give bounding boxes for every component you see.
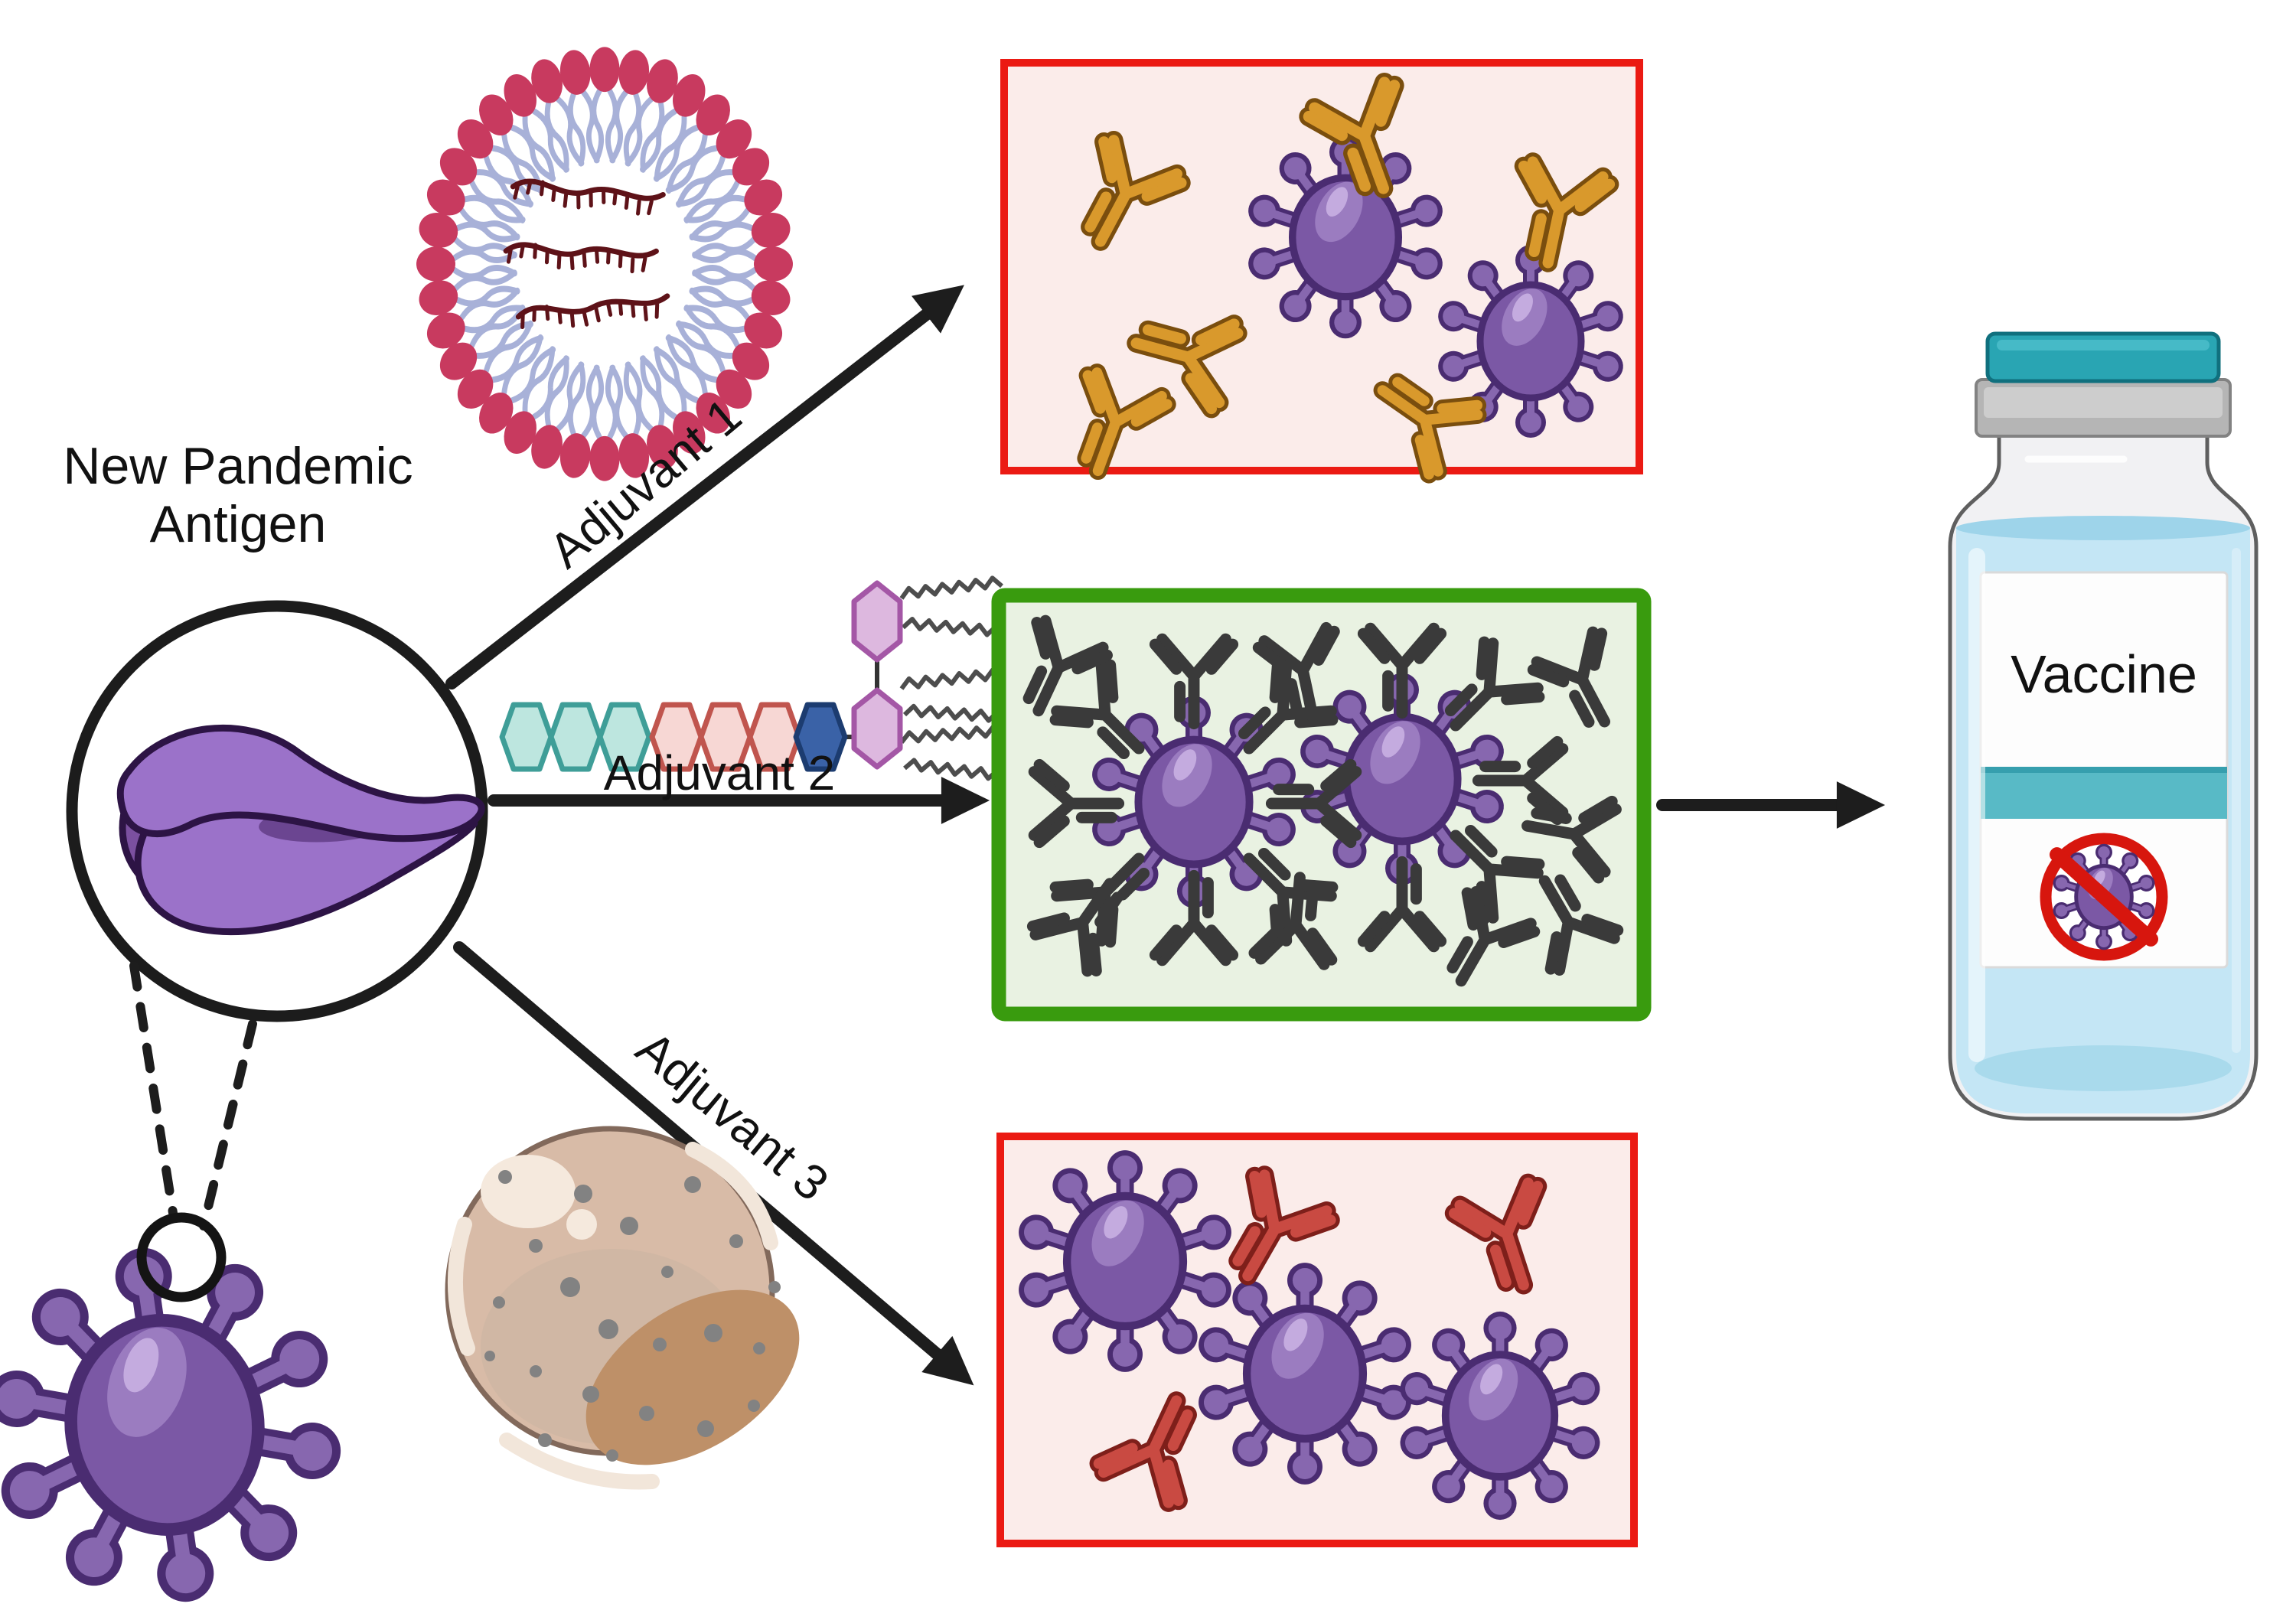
antigen-icon <box>116 724 485 936</box>
magnifier-dash-left <box>129 961 178 1217</box>
virus-icon <box>0 1224 366 1607</box>
source-virus <box>0 1212 366 1607</box>
antigen-label-line2: Antigen <box>150 495 327 553</box>
adjuvant-2-outcome-box <box>991 588 1652 1022</box>
magnifier-dash-right <box>199 1019 257 1231</box>
antigen-label-line1: New Pandemic <box>63 437 413 495</box>
adjuvant-3-outcome-box <box>996 1133 1638 1547</box>
vial-label-band <box>1981 767 2227 819</box>
adjuvant-1-arrow <box>445 285 964 689</box>
vaccine-vial-icon: Vaccine <box>1948 331 2258 1121</box>
adjuvant-1-outcome-box <box>1000 59 1643 485</box>
antigen-source: New Pandemic Antigen <box>63 437 488 1231</box>
glycolipid-chain-icon <box>502 577 1006 781</box>
vaccine-label-text: Vaccine <box>2011 644 2197 704</box>
no-virus-icon <box>2040 833 2168 961</box>
emulsion-droplet-icon <box>445 1126 800 1490</box>
adjuvant-2-label: Adjuvant 2 <box>604 745 835 800</box>
magnifier-circle-icon <box>136 1212 227 1302</box>
